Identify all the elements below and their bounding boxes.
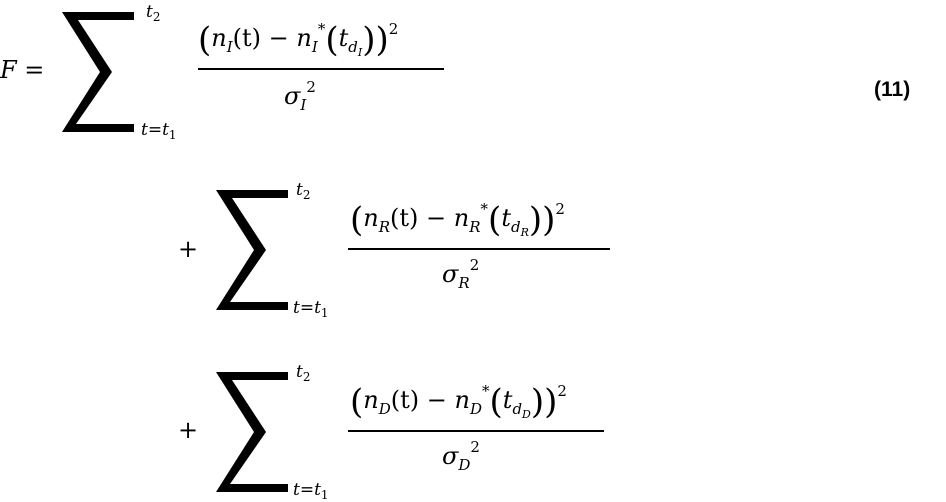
numerator-2: (nR(t) − nR*(tdR))2	[350, 200, 565, 240]
summation-symbol-1	[62, 12, 134, 132]
summation-symbol-2	[216, 190, 288, 310]
denominator-1: σI2	[284, 78, 316, 114]
equation-number: (11)	[874, 78, 911, 101]
plus-sign-2: +	[178, 235, 199, 263]
fraction-bar-3	[348, 430, 604, 432]
lower-limit-2: t=t1	[293, 298, 329, 320]
plus-sign-3: +	[178, 416, 199, 444]
upper-limit-1: t2	[146, 2, 161, 24]
lower-limit-1: t=t1	[141, 120, 177, 142]
fraction-bar-2	[348, 248, 610, 250]
summation-symbol-3	[216, 372, 288, 492]
equation-lhs: F =	[0, 56, 45, 84]
denominator-2: σR2	[442, 256, 480, 292]
upper-limit-3: t2	[296, 362, 311, 384]
numerator-1: (nI(t) − nI*(tdI))2	[198, 20, 399, 60]
upper-limit-2: t2	[296, 180, 311, 202]
lower-limit-3: t=t1	[293, 480, 329, 502]
numerator-3: (nD(t) − nD*(tdD))2	[350, 382, 567, 422]
denominator-3: σD2	[442, 438, 480, 474]
fraction-bar-1	[198, 68, 444, 70]
